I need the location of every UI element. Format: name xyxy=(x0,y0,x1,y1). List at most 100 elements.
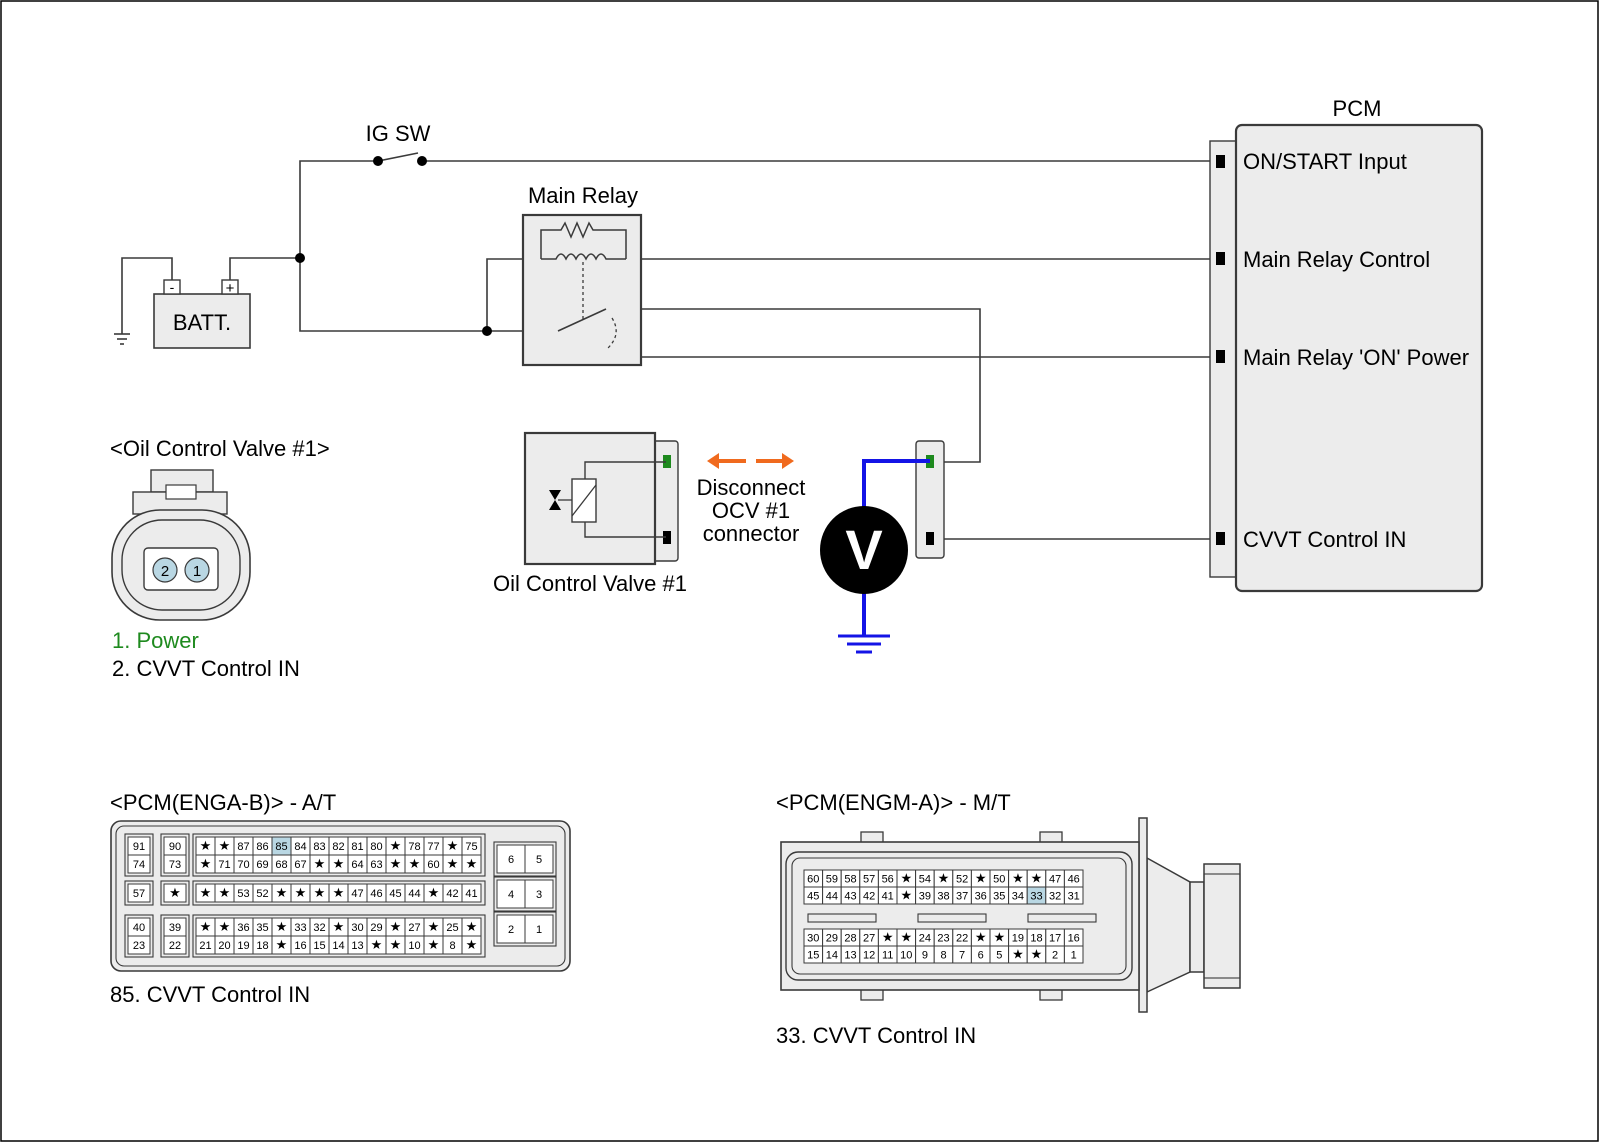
disconnect-text-line2: OCV #1 xyxy=(712,498,790,523)
engab-pin: 35 xyxy=(252,917,273,937)
engab-pin: 3 xyxy=(524,879,554,909)
pin-label: ★ xyxy=(466,919,478,934)
engab-pin: ★ xyxy=(442,836,463,856)
engab-pin: 30 xyxy=(347,917,368,937)
ocv-legend-power: 1. Power xyxy=(112,628,199,653)
pin-label: 8 xyxy=(940,950,946,962)
engab-pin: ★ xyxy=(163,883,187,903)
engab-pin: ★ xyxy=(195,917,216,937)
pin-label: 57 xyxy=(133,888,145,900)
engab-pin: 41 xyxy=(461,883,482,903)
engma-pin: 46 xyxy=(1063,869,1084,888)
engab-pin: ★ xyxy=(404,854,425,874)
pin-label: ★ xyxy=(447,838,459,853)
engab-pin: 46 xyxy=(366,883,387,903)
voltmeter: V xyxy=(820,459,930,654)
engma-pin: 14 xyxy=(822,945,842,964)
pin-label: 28 xyxy=(844,933,856,945)
pin-label: 5 xyxy=(996,950,1002,962)
engab-pin: 29 xyxy=(366,917,387,937)
engma-pin: 59 xyxy=(822,869,842,888)
engab-pin: 78 xyxy=(404,836,425,856)
pin-label: 14 xyxy=(826,950,838,962)
pin-label: 42 xyxy=(863,891,875,903)
voltmeter-label: V xyxy=(845,518,882,581)
pcm-engab-note: 85. CVVT Control IN xyxy=(110,982,310,1007)
pin-label: 16 xyxy=(294,940,306,952)
engma-pin: ★ xyxy=(970,869,991,888)
pin-label: 38 xyxy=(937,891,949,903)
pin-label: 27 xyxy=(408,922,420,934)
engma-pin: 11 xyxy=(877,945,898,964)
engma-pin: 6 xyxy=(970,945,991,964)
engab-pin: 86 xyxy=(252,836,273,856)
pin-label: 50 xyxy=(993,874,1005,886)
pin-label: ★ xyxy=(428,885,440,900)
pin-label: 22 xyxy=(956,933,968,945)
pin-label: 11 xyxy=(882,950,893,962)
main-relay-label: Main Relay xyxy=(528,183,638,208)
pin-label: ★ xyxy=(390,937,402,952)
pin-label: 77 xyxy=(427,841,439,853)
engab-pin: 85 xyxy=(271,836,292,856)
pin-label: 39 xyxy=(169,922,181,934)
pin-label: 36 xyxy=(975,891,987,903)
engab-pin: 90 xyxy=(163,836,187,856)
engab-pin: ★ xyxy=(423,917,444,937)
pin-label: 1 xyxy=(536,924,542,936)
ocv-power-pin xyxy=(663,455,671,468)
engma-pin: ★ xyxy=(1008,945,1028,964)
engab-pin: 27 xyxy=(404,917,425,937)
disconnect-arrows xyxy=(707,453,794,469)
pin-label: 18 xyxy=(1030,933,1042,945)
pin-label: ★ xyxy=(428,937,440,952)
pin-label: 84 xyxy=(294,841,306,853)
engma-pin: ★ xyxy=(896,886,917,905)
engma-pin: 58 xyxy=(840,869,861,888)
pin-label: 19 xyxy=(237,940,249,952)
engab-pin: 47 xyxy=(347,883,368,903)
engab-pin: ★ xyxy=(385,935,406,955)
engma-pin: 22 xyxy=(952,928,972,947)
meter-probe-positive xyxy=(862,459,930,508)
engab-pin: 53 xyxy=(233,883,254,903)
engab-pin: 60 xyxy=(423,854,444,874)
pcm-module xyxy=(1209,123,1484,593)
pin-label: 27 xyxy=(863,933,875,945)
engab-pin: ★ xyxy=(214,883,235,903)
engab-pin: 67 xyxy=(290,854,311,874)
engab-pin: 45 xyxy=(385,883,406,903)
pin-label: ★ xyxy=(900,930,912,945)
pin-label: ★ xyxy=(219,919,231,934)
arrow-right-icon xyxy=(782,453,794,469)
engab-pin: ★ xyxy=(271,935,292,955)
pin-label: 31 xyxy=(1068,891,1080,903)
pin-label: 64 xyxy=(351,859,363,871)
pin-label: 54 xyxy=(919,874,931,886)
pcm-engma-note: 33. CVVT Control IN xyxy=(776,1023,976,1048)
engab-pin: 32 xyxy=(309,917,330,937)
engma-pin: 47 xyxy=(1045,869,1065,888)
ig-sw-label: IG SW xyxy=(366,121,431,146)
pin-label: 57 xyxy=(863,874,875,886)
engma-pin: 35 xyxy=(989,886,1010,905)
pin-label: 2 xyxy=(508,924,514,936)
battery: - + BATT. xyxy=(153,279,251,349)
pin-label: 41 xyxy=(465,888,477,900)
engab-pin: 83 xyxy=(309,836,330,856)
engma-pin: 42 xyxy=(859,886,879,905)
ocv-connector-title: <Oil Control Valve #1> xyxy=(110,436,330,461)
pin-label: 10 xyxy=(408,940,420,952)
engma-pin: 41 xyxy=(877,886,898,905)
ocv-control-pin xyxy=(663,531,671,544)
disconnect-text-line3: connector xyxy=(703,521,800,546)
engab-pin: ★ xyxy=(328,883,349,903)
pin-label: 42 xyxy=(446,888,458,900)
engab-pin: ★ xyxy=(309,883,330,903)
engma-pin: ★ xyxy=(1026,869,1047,888)
engma-pin: 30 xyxy=(803,928,824,947)
engab-pin: ★ xyxy=(385,836,406,856)
engab-pin: 75 xyxy=(461,836,482,856)
engab-pin: 13 xyxy=(347,935,368,955)
engma-pin: 43 xyxy=(840,886,861,905)
